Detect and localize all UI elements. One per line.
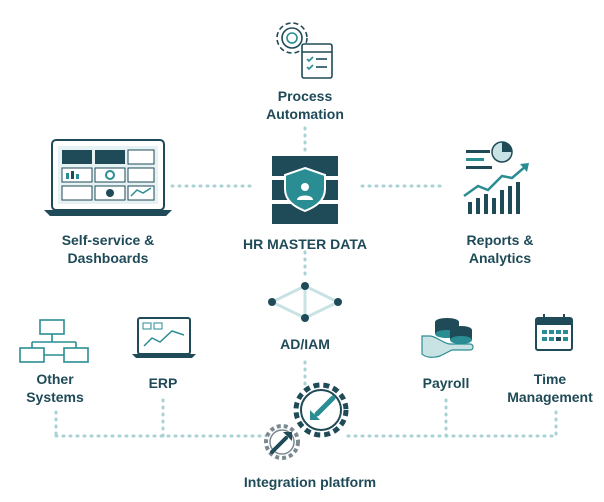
process-automation-label: Process Automation <box>255 87 355 123</box>
network-icon <box>268 282 342 322</box>
ad-iam-text: AD/IAM <box>280 336 330 352</box>
time-management-line2: Management <box>507 389 593 405</box>
self-service-label: Self-service & Dashboards <box>48 231 168 267</box>
reports-line1: Reports & <box>466 232 534 248</box>
other-systems-line2: Systems <box>26 389 84 405</box>
growth-chart-icon <box>463 141 529 214</box>
calendar-icon <box>535 314 573 351</box>
time-management-label: Time Management <box>500 370 600 406</box>
org-chart-icon <box>19 319 89 363</box>
erp-label: ERP <box>133 374 193 392</box>
reports-analytics-label: Reports & Analytics <box>445 231 555 267</box>
process-automation-line2: Automation <box>266 106 344 122</box>
hr-master-data-label: HR MASTER DATA <box>235 235 375 253</box>
erp-text: ERP <box>148 375 178 391</box>
payroll-label: Payroll <box>410 374 482 392</box>
database-shield-icon <box>272 156 338 224</box>
reports-line2: Analytics <box>468 250 532 266</box>
self-service-line2: Dashboards <box>67 250 149 266</box>
process-automation-line1: Process <box>277 88 333 104</box>
connector-lines <box>54 126 558 438</box>
integration-platform-label: Integration platform <box>220 473 400 491</box>
monitor-chart-icon <box>132 317 196 358</box>
payroll-text: Payroll <box>422 375 470 391</box>
self-service-line1: Self-service & <box>61 232 155 248</box>
gears-arrows-icon <box>264 382 349 460</box>
hand-coins-icon <box>421 318 474 358</box>
integration-platform-text: Integration platform <box>243 474 377 490</box>
hr-master-data-text: HR MASTER DATA <box>243 236 367 252</box>
gear-checklist-icon <box>276 22 333 79</box>
laptop-dashboard-icon <box>44 139 172 216</box>
time-management-line1: Time <box>533 371 567 387</box>
other-systems-label: Other Systems <box>10 370 100 406</box>
other-systems-line1: Other <box>36 371 74 387</box>
ad-iam-label: AD/IAM <box>265 335 345 353</box>
